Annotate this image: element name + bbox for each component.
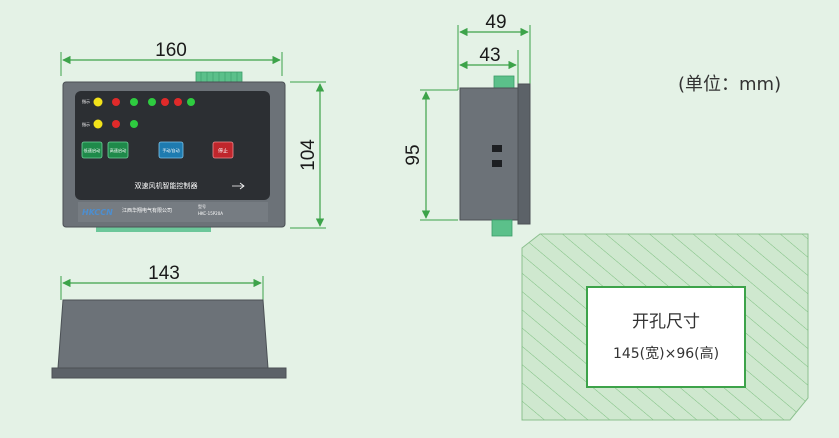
brand-logo: HKCCN <box>82 208 113 217</box>
dim-side-height-label: 95 <box>403 144 424 165</box>
company-name: 江西华翔电气有限公司 <box>122 207 172 214</box>
svg-text:指示: 指示 <box>82 98 90 104</box>
dim-side-body: 43 <box>459 45 519 90</box>
bottom-view: 143 <box>51 263 287 379</box>
led-yellow-2 <box>93 119 103 129</box>
cutout-size: 145(宽)×96(高) <box>613 345 719 362</box>
dim-side-body-label: 43 <box>479 45 500 66</box>
svg-text:停止: 停止 <box>218 148 228 155</box>
led-red-2 <box>161 98 169 106</box>
side-terminal-bottom <box>491 219 513 237</box>
dim-front-width: 160 <box>60 40 283 76</box>
led-green-1 <box>130 98 138 106</box>
led-row-1: 指示 <box>82 97 195 107</box>
side-slot-1 <box>492 145 502 152</box>
cutout-box <box>586 286 746 388</box>
stop-button[interactable]: 停止 <box>212 141 234 159</box>
led-row-2: 指示 <box>82 119 138 129</box>
emergency-low-button[interactable]: 低速启动 <box>81 141 103 159</box>
cutout-view: 开孔尺寸 145(宽)×96(高) <box>521 233 809 421</box>
led-red-3 <box>174 98 182 106</box>
direction-arrow-icon <box>232 182 245 190</box>
dim-side-height: 95 <box>403 89 458 221</box>
dim-side-total-label: 49 <box>485 12 506 33</box>
led-red-1 <box>112 98 120 106</box>
dim-bottom-width: 143 <box>60 263 264 300</box>
cutout-title: 开孔尺寸 <box>632 312 700 332</box>
label-strip <box>78 202 268 222</box>
led-yellow-1 <box>93 97 103 107</box>
emergency-high-button[interactable]: 高速启动 <box>107 141 129 159</box>
side-flange <box>517 83 531 225</box>
bottom-device-body <box>57 299 269 369</box>
panel-title: 双速风机智能控制器 <box>135 181 198 190</box>
dim-front-width-label: 160 <box>155 40 187 61</box>
svg-text:高速启动: 高速启动 <box>110 147 127 154</box>
model-value: HKC-15P20A <box>198 211 223 216</box>
dim-front-height: 104 <box>290 81 326 229</box>
side-device-body <box>459 87 519 221</box>
side-slot-2 <box>492 160 502 167</box>
terminal-block-bottom <box>96 224 211 232</box>
dim-bottom-width-label: 143 <box>148 263 180 284</box>
dim-front-height-label: 104 <box>298 139 319 171</box>
svg-text:手动/自动: 手动/自动 <box>162 147 179 153</box>
model-label: 型号 <box>198 203 206 209</box>
led-green-4 <box>130 120 138 128</box>
dim-side-total: 49 <box>457 12 531 90</box>
svg-text:指示: 指示 <box>82 121 90 127</box>
led-green-2 <box>148 98 156 106</box>
svg-text:低速启动: 低速启动 <box>84 147 101 154</box>
bottom-flange <box>51 367 287 379</box>
led-red-4 <box>112 120 120 128</box>
manual-auto-button[interactable]: 手动/自动 <box>158 141 184 159</box>
unit-label: (单位：mm) <box>678 74 781 95</box>
front-view: 160 104 指示 <box>60 40 326 232</box>
side-view: 49 43 95 <box>403 12 531 237</box>
led-green-3 <box>187 98 195 106</box>
